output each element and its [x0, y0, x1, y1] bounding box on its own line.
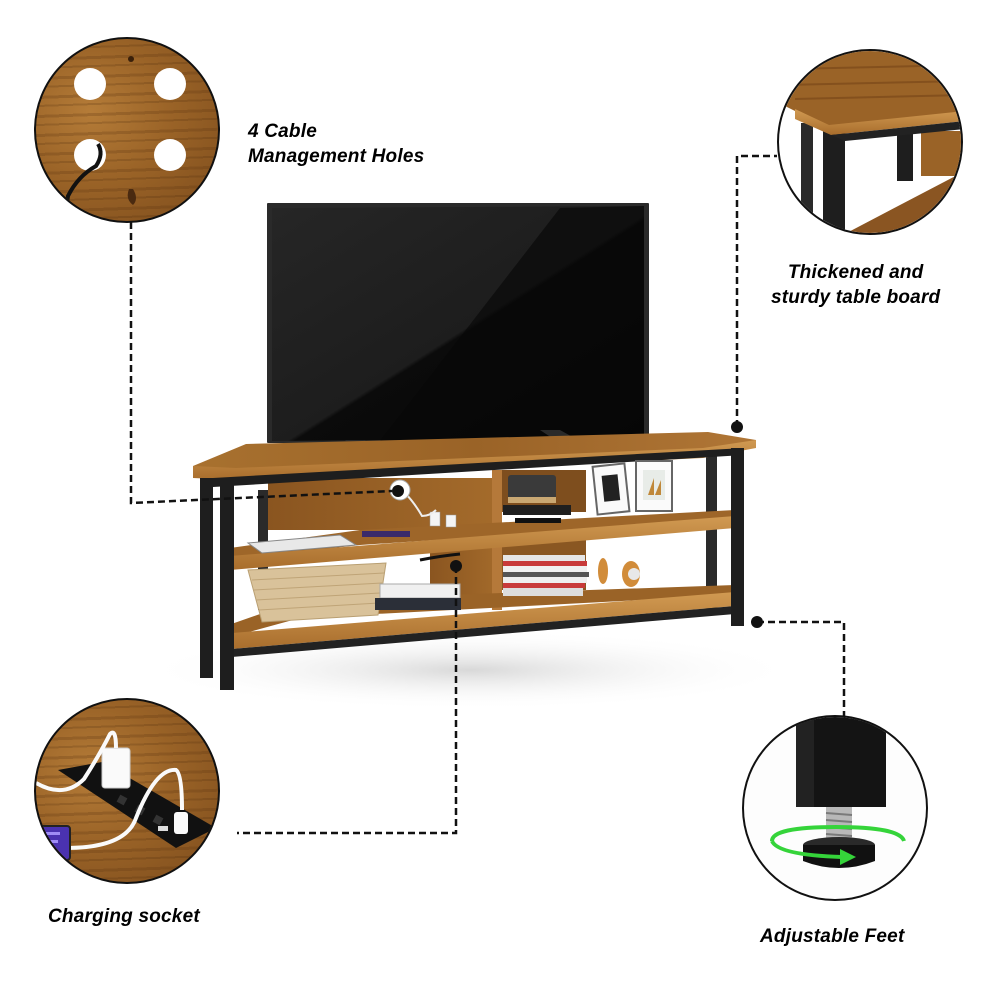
- leader-line-cable-holes: [129, 222, 393, 505]
- adjustable-foot-icon: [770, 717, 906, 868]
- label-charging-socket-text: Charging socket: [48, 906, 200, 927]
- cable-hole-2: [154, 68, 186, 100]
- book: [375, 598, 461, 610]
- leader-line-charging-socket: [237, 566, 458, 835]
- label-charging-socket: Charging socket: [48, 904, 200, 929]
- label-table-board-line2: sturdy table board: [771, 287, 941, 308]
- magazine-stack: [503, 555, 589, 596]
- cable-icon: [64, 56, 136, 211]
- leader-dots: [450, 421, 763, 628]
- cable-hole-4: [154, 139, 186, 171]
- label-table-board: Thickened and sturdy table board: [771, 260, 940, 310]
- leader-dot-adjustable-feet: [751, 616, 763, 628]
- book: [379, 583, 461, 599]
- cable-holes-icon: [36, 39, 218, 221]
- leader-line-table-board: [735, 154, 777, 427]
- callout-charging-socket: [34, 698, 220, 884]
- shelf-items: [246, 460, 673, 623]
- front-frame: [200, 448, 744, 690]
- label-table-board-line1: Thickened and: [787, 262, 924, 283]
- usb-plug: [174, 812, 188, 834]
- leader-line-adjustable-feet: [757, 620, 846, 716]
- label-cable-holes: 4 Cable Management Holes: [248, 119, 424, 169]
- callout-cable-holes: [34, 37, 220, 223]
- label-cable-holes-line2: Management Holes: [248, 146, 425, 167]
- leader-lines: [129, 154, 846, 835]
- leader-dot-table-board: [731, 421, 743, 433]
- television: [267, 203, 649, 455]
- rotate-arrow-icon: [770, 839, 843, 859]
- label-adjustable-feet: Adjustable Feet: [760, 924, 904, 949]
- power-strip-icon: [36, 730, 216, 861]
- leader-dot-charging-socket: [450, 560, 462, 572]
- cable-hole-1: [74, 68, 106, 100]
- charger-adapter: [101, 747, 131, 789]
- power-strip: [58, 762, 216, 848]
- label-adjustable-feet-text: Adjustable Feet: [760, 926, 905, 947]
- callout-table-board: [777, 49, 963, 235]
- wicker-basket: [247, 562, 387, 623]
- middle-shelf: [230, 510, 735, 570]
- radio: [508, 475, 556, 503]
- callout-adjustable-feet: [742, 715, 928, 901]
- thick-board-icon: [779, 51, 961, 233]
- label-cable-holes-line1: 4 Cable: [248, 121, 317, 142]
- headphones: [598, 558, 608, 584]
- tablet: [246, 534, 358, 554]
